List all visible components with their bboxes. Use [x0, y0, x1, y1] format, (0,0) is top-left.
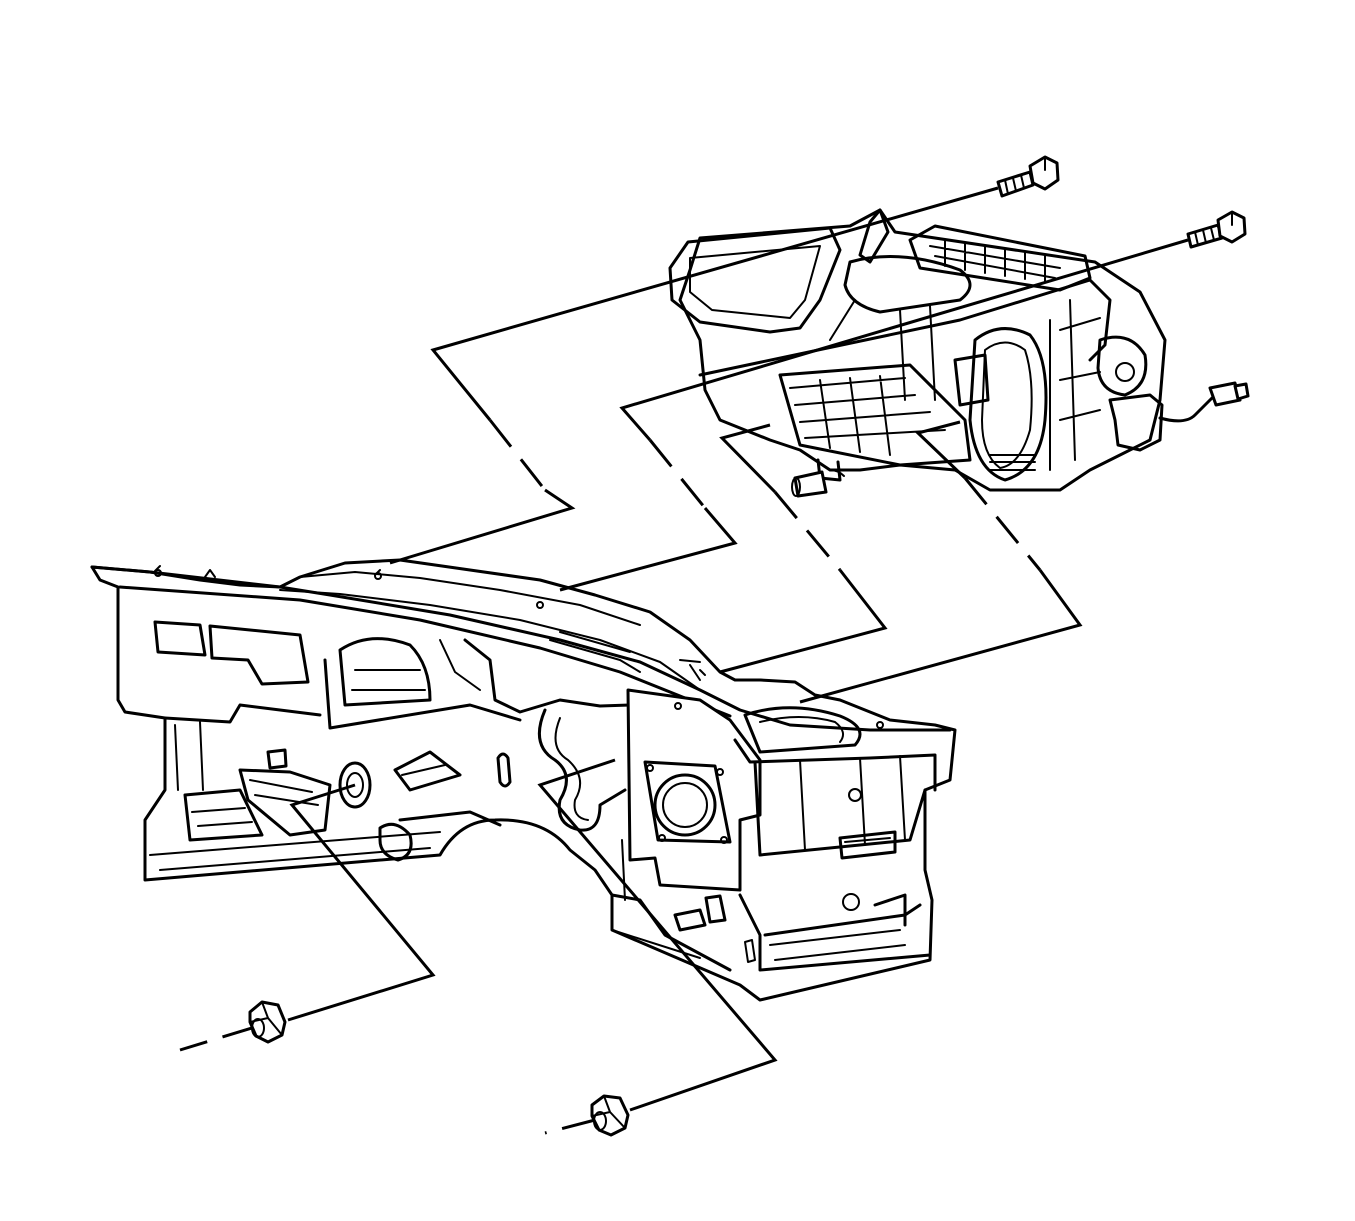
hex-flange-nut-icon — [248, 1000, 287, 1044]
hex-flange-bolt-icon — [1186, 210, 1247, 249]
hex-flange-nut-icon — [590, 1094, 630, 1137]
hex-flange-bolt-icon — [996, 155, 1060, 198]
leader-lines — [179, 186, 1189, 1135]
dash-panel — [90, 558, 957, 1002]
hvac-module — [668, 208, 1250, 498]
